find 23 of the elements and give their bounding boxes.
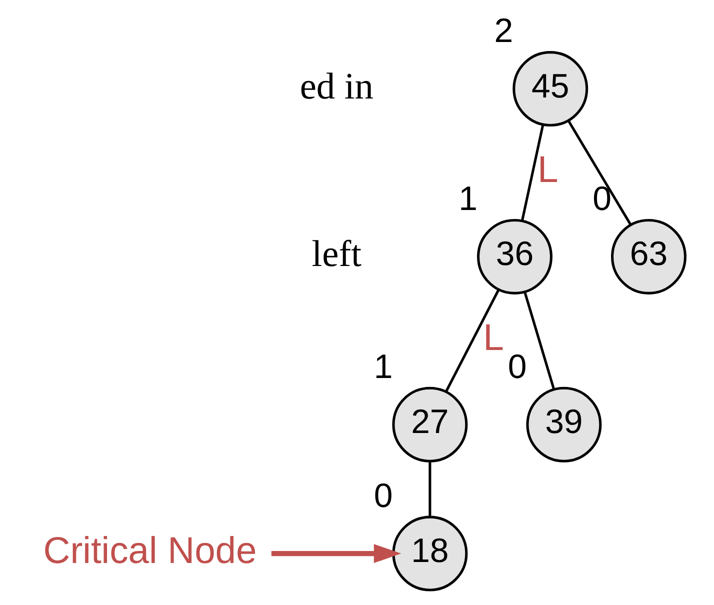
- connector: [524, 292, 556, 390]
- edge-label: L: [537, 148, 558, 190]
- node-circle: 36: [477, 218, 552, 294]
- node-label: 1: [458, 180, 478, 218]
- label: left: [312, 234, 362, 276]
- connector: [520, 124, 544, 222]
- node-label: 0: [374, 476, 393, 515]
- node-circle: 27: [392, 386, 468, 462]
- node-circle: 63: [611, 218, 686, 294]
- label: ed in: [300, 66, 374, 108]
- node-label: 0: [508, 348, 527, 386]
- node-circle: 45: [512, 51, 588, 127]
- node-label: 2: [494, 12, 514, 50]
- node-label: 1: [374, 348, 393, 386]
- node-text: Critical Node: [43, 529, 257, 572]
- node-label: 0: [592, 180, 612, 218]
- node-circle: 18: [392, 516, 468, 592]
- edge-label: L: [483, 316, 504, 358]
- node-circle: 39: [526, 386, 602, 462]
- connector: [444, 290, 500, 392]
- connector: [428, 461, 432, 518]
- connector: [567, 120, 632, 226]
- arrow: [271, 544, 402, 564]
